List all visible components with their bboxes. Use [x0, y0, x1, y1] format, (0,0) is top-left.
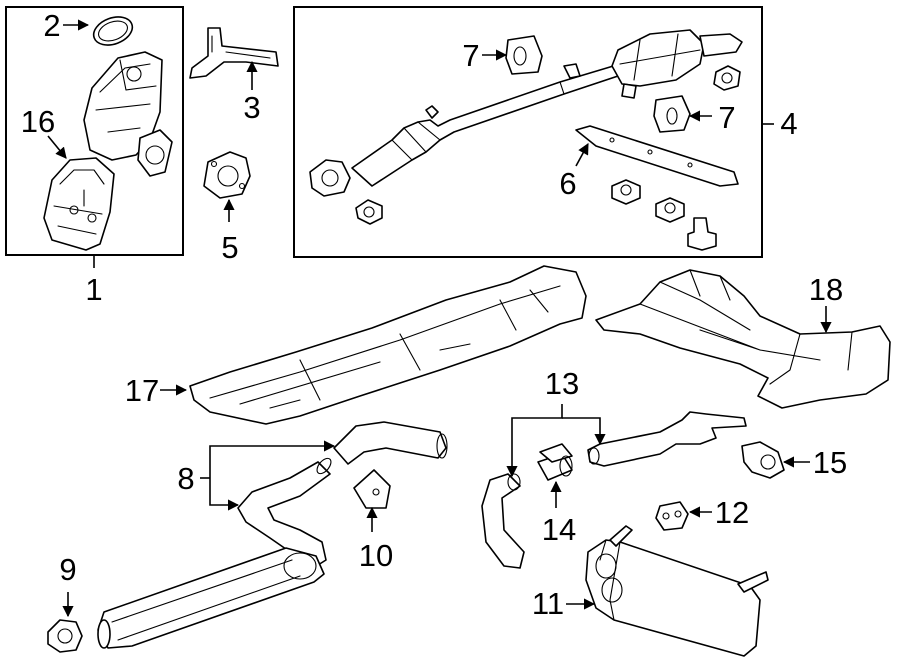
- front-pipe-assembly-part: [309, 29, 743, 197]
- bracket-part: [189, 27, 279, 79]
- manifold-converter-part: [83, 51, 173, 177]
- group-box-4: [293, 6, 763, 258]
- callout-12: 12: [715, 495, 749, 530]
- hanger-insulator-7a-part: [505, 35, 543, 75]
- leader-6: [575, 143, 589, 167]
- support-strap-part: [575, 125, 739, 187]
- leader-8-lower: [209, 478, 240, 511]
- bolt-part: [687, 217, 717, 251]
- leader-8-upper: [209, 440, 336, 478]
- callout-18: 18: [809, 272, 843, 307]
- callout-1: 1: [85, 272, 102, 307]
- nut-upper-part: [713, 65, 741, 91]
- callout-15: 15: [813, 445, 847, 480]
- callout-7b: 7: [718, 100, 735, 135]
- callout-6: 6: [559, 166, 576, 201]
- callout-3: 3: [243, 90, 260, 125]
- group-box-1: [5, 6, 184, 256]
- leader-16: [47, 135, 67, 159]
- resonator-pipe-lower-part: [481, 473, 525, 569]
- callout-9: 9: [59, 552, 76, 587]
- callout-2: 2: [43, 8, 60, 43]
- nut-part: [355, 199, 383, 225]
- heat-shield-17-part: [189, 265, 587, 425]
- callout-13: 13: [545, 366, 579, 401]
- callout-5: 5: [221, 230, 238, 265]
- callout-17: 17: [125, 373, 159, 408]
- resonator-pipe-upper-part: [587, 411, 747, 467]
- leader-13-left: [506, 404, 563, 478]
- leader-13-right: [562, 417, 606, 446]
- hanger-bracket-10-part: [353, 469, 391, 509]
- gasket-9-part: [47, 619, 83, 653]
- callout-10: 10: [359, 538, 393, 573]
- flange-gasket-part: [203, 151, 251, 199]
- nut-part: [655, 197, 685, 223]
- heat-shield-16-part: [43, 157, 115, 251]
- gasket-ring-part: [92, 16, 134, 46]
- intermediate-pipe-lower-part: [237, 457, 332, 571]
- callout-4: 4: [780, 106, 797, 141]
- insulator-15-part: [741, 441, 785, 479]
- hanger-insulator-7b-part: [653, 95, 691, 133]
- rear-muffler-11-part: [585, 525, 769, 657]
- callout-8: 8: [177, 461, 194, 496]
- hanger-12-part: [655, 501, 689, 531]
- rear-muffler-left-part: [97, 547, 325, 649]
- callout-14: 14: [542, 512, 576, 547]
- intermediate-pipe-upper-part: [333, 421, 448, 465]
- nut-part: [611, 179, 641, 205]
- crossmember-shield-part: [595, 269, 891, 409]
- callout-11: 11: [532, 586, 564, 621]
- callout-7a: 7: [462, 38, 479, 73]
- clamp-part: [537, 443, 573, 481]
- callout-16: 16: [21, 104, 55, 139]
